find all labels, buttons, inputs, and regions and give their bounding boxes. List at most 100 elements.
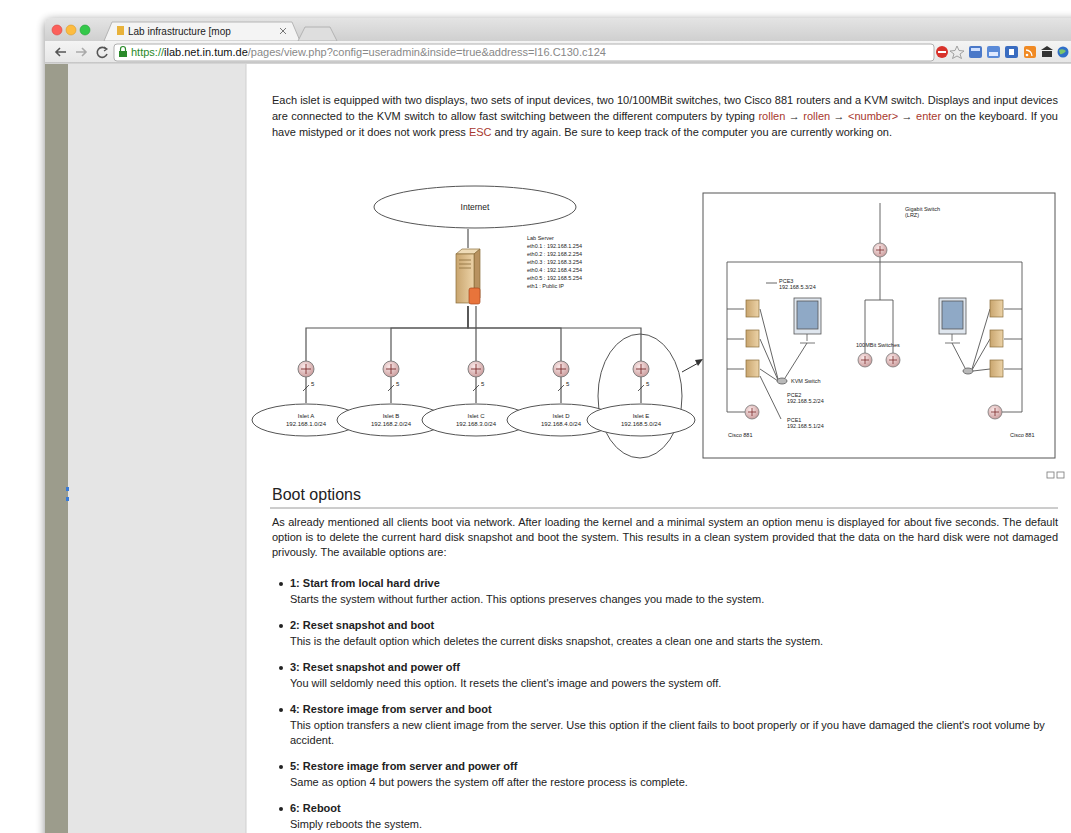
arrow-glyph: →	[902, 110, 913, 122]
pc-address: 192.168.5.3/24	[779, 284, 816, 290]
node-title: Islet E	[586, 412, 696, 420]
intro-paragraph: Each islet is equipped with two displays…	[272, 92, 1058, 140]
option-text: Simply reboots the system.	[290, 817, 1058, 832]
link-path	[467, 229, 468, 248]
kvm-label: KVM Switch	[791, 378, 821, 384]
toolbar-icons	[936, 46, 1069, 59]
option-text: Same as option 4 but powers the system o…	[290, 775, 1058, 790]
server-icon	[452, 248, 484, 306]
arrow-glyph: →	[834, 110, 845, 122]
key-name: enter	[916, 110, 941, 122]
link-line	[391, 306, 468, 403]
key-name: ESC	[469, 126, 492, 138]
option-text: This is the default option which deletes…	[290, 634, 1058, 649]
sidebar-panel	[68, 64, 246, 833]
window-frame	[45, 18, 1071, 833]
min-light	[66, 25, 76, 35]
sidebar-handle	[66, 497, 69, 501]
forward-button	[76, 48, 86, 56]
pc-name: PCE3	[779, 278, 793, 284]
interface-address: eth0.3 : 192.168.3.254	[527, 258, 582, 266]
link-line	[468, 306, 561, 403]
address-bar	[114, 44, 934, 61]
link-line	[306, 306, 468, 403]
interface-address: eth1 : Public IP	[527, 282, 582, 290]
cable-count: 5	[311, 381, 314, 387]
cloud-ellipse: Internet	[373, 185, 577, 229]
node-title: Internet	[373, 202, 577, 213]
sidebar-edge	[246, 64, 247, 833]
url-host: ilab.net.in.tum.de	[164, 46, 248, 58]
ellipse-text: Islet E192.168.5.0/24	[586, 412, 696, 428]
toolbar	[45, 41, 1071, 63]
address-text: https://ilab.net.in.tum.de/pages/view.ph…	[131, 46, 921, 58]
cable-count: 5	[566, 381, 569, 387]
ellipse-text: Internet	[373, 202, 577, 213]
interface-address: eth0.4 : 192.168.4.254	[527, 266, 582, 274]
browser-tab	[104, 22, 300, 41]
option-text: Starts the system without further action…	[290, 592, 1058, 607]
pc-name: PCE1	[787, 417, 801, 423]
islet-ellipse: Islet E192.168.5.0/24	[586, 403, 696, 437]
paragraph-text: As already mentioned all clients boot vi…	[272, 515, 1058, 560]
link-path	[391, 306, 468, 403]
node-subtitle: 192.168.5.0/24	[586, 420, 696, 428]
link-path	[468, 306, 641, 403]
option-text: You will seldomly need this option. It r…	[290, 676, 1058, 691]
switch-label: Gigabit Switch (LRZ)	[905, 206, 945, 218]
sidebar-strip	[45, 64, 68, 833]
option-title: 2: Reset snapshot and boot	[290, 619, 434, 631]
link-line	[468, 306, 641, 403]
max-light	[80, 25, 90, 35]
reload-button	[97, 47, 107, 57]
pc-name: PCE2	[787, 392, 801, 398]
router-label: Cisco 881	[728, 432, 752, 438]
link-line	[468, 229, 469, 248]
link-path	[306, 306, 468, 403]
option-title: 4: Restore image from server and boot	[290, 703, 492, 715]
figure-tools	[1047, 472, 1064, 478]
option-title: 1: Start from local hard drive	[290, 577, 440, 589]
option-text: This option transfers a new client image…	[290, 718, 1058, 748]
option-title: 3: Reset snapshot and power off	[290, 661, 460, 673]
new-tab	[298, 27, 337, 41]
router-label: Cisco 881	[1010, 432, 1034, 438]
tab-strip	[45, 18, 1071, 41]
server-label: Lab Servereth0.1 : 192.168.1.254eth0.2 :…	[527, 234, 582, 290]
cable-count: 5	[481, 381, 484, 387]
server-name: Lab Server	[527, 234, 582, 242]
key-name: rollen	[758, 110, 785, 122]
switch-label: 100MBit Switches	[856, 342, 900, 348]
section-heading: Boot options	[272, 486, 361, 504]
paragraph-text: and try again. Be sure to keep track of …	[495, 126, 892, 138]
sidebar-handle	[66, 487, 69, 491]
link-path	[468, 306, 561, 403]
url-path: /pages/view.php?config=useradmin&inside=…	[248, 46, 606, 58]
close-light	[52, 25, 62, 35]
zoom-arrowhead	[695, 359, 703, 366]
tab-close	[280, 28, 286, 34]
key-name: <number>	[848, 110, 898, 122]
key-name: rollen	[803, 110, 830, 122]
zoom-callout	[598, 334, 682, 458]
back-button	[56, 48, 66, 56]
pc-address: 192.168.5.2/24	[787, 398, 824, 404]
arrow-glyph: →	[789, 110, 800, 122]
islet-detail	[703, 193, 1055, 458]
ellipse-outline	[586, 403, 696, 437]
option-title: 5: Restore image from server and power o…	[290, 760, 517, 772]
option-title: 6: Reboot	[290, 802, 341, 814]
pc-address: 192.168.5.1/24	[787, 423, 824, 429]
lock-icon	[119, 51, 127, 57]
url-scheme: https://	[131, 46, 164, 58]
interface-address: eth0.2 : 192.168.2.254	[527, 250, 582, 258]
list-bullets	[279, 582, 283, 811]
heading-rule	[270, 508, 1058, 509]
toolbar-border	[45, 63, 1071, 64]
cable-count: 5	[646, 381, 649, 387]
router-symbols	[298, 361, 649, 391]
cable-count: 5	[396, 381, 399, 387]
tab-title: Lab infrastructure [mop	[128, 26, 288, 37]
server-node: Lab Servereth0.1 : 192.168.1.254eth0.2 :…	[452, 248, 584, 306]
